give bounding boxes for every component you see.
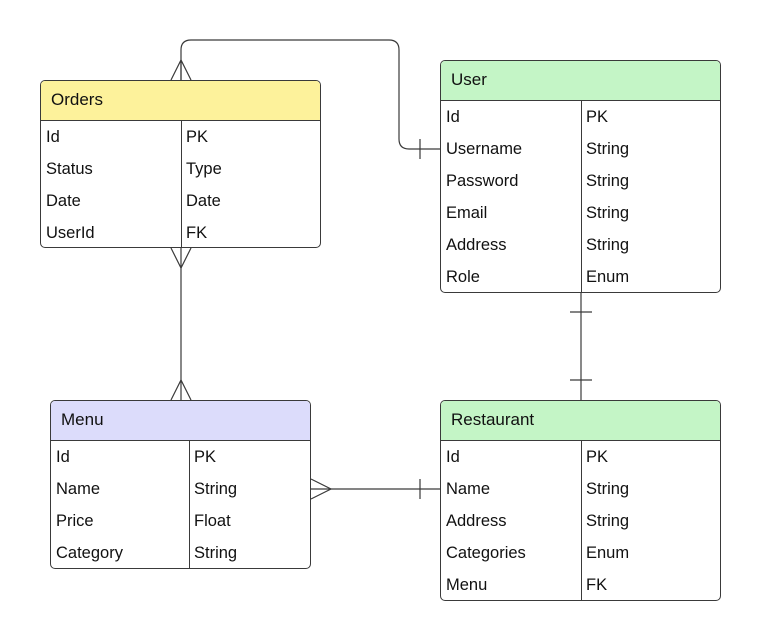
field-row[interactable]: Address String	[441, 505, 720, 537]
field-name: Id	[56, 448, 70, 466]
entity-restaurant-fields: Id PK Name String Address String Categor…	[441, 441, 720, 600]
field-name: Role	[446, 268, 480, 286]
field-name: Category	[56, 544, 123, 562]
field-row[interactable]: Id PK	[41, 121, 320, 153]
field-row[interactable]: Id PK	[441, 441, 720, 473]
column-divider	[581, 101, 582, 292]
field-row[interactable]: Date Date	[41, 185, 320, 217]
field-row[interactable]: Menu FK	[441, 569, 720, 600]
field-type: String	[194, 480, 238, 498]
column-divider	[189, 441, 190, 568]
crowfoot-orders-bottom	[170, 247, 192, 270]
column-divider	[181, 121, 182, 247]
field-name: Id	[446, 108, 460, 126]
field-row[interactable]: Name String	[441, 473, 720, 505]
field-name: Address	[446, 236, 507, 254]
field-name: Email	[446, 204, 488, 222]
field-row[interactable]: Role Enum	[441, 261, 720, 292]
field-row[interactable]: Id PK	[441, 101, 720, 133]
crowfoot-menu-top	[170, 378, 192, 401]
field-row[interactable]: Categories Enum	[441, 537, 720, 569]
field-name: Menu	[446, 576, 488, 594]
field-row[interactable]: Status Type	[41, 153, 320, 185]
entity-orders-title: Orders	[41, 81, 320, 121]
relationship-orders-user	[180, 39, 440, 150]
field-type: PK	[186, 128, 209, 146]
field-name: Date	[46, 192, 81, 210]
field-row[interactable]: UserId FK	[41, 217, 320, 247]
field-type: FK	[586, 576, 608, 594]
field-type: FK	[186, 224, 208, 242]
field-name: Address	[446, 512, 507, 530]
field-type: Float	[194, 512, 231, 530]
field-type: Date	[186, 192, 221, 210]
field-type: Enum	[586, 544, 630, 562]
field-row[interactable]: Email String	[441, 197, 720, 229]
crowfoot-orders-top	[170, 58, 192, 81]
field-type: String	[586, 512, 630, 530]
field-name: Price	[56, 512, 94, 530]
field-type: String	[586, 172, 630, 190]
field-type: String	[586, 236, 630, 254]
entity-user[interactable]: User Id PK Username String Password Stri…	[440, 60, 721, 293]
field-name: Name	[56, 480, 101, 498]
field-name: Password	[446, 172, 519, 190]
field-type: PK	[586, 448, 609, 466]
field-row[interactable]: Price Float	[51, 505, 310, 537]
field-type: PK	[194, 448, 217, 466]
field-row[interactable]: Address String	[441, 229, 720, 261]
field-name: Username	[446, 140, 523, 158]
field-name: Id	[46, 128, 60, 146]
entity-user-fields: Id PK Username String Password String Em…	[441, 101, 720, 292]
field-name: Categories	[446, 544, 526, 562]
entity-menu-fields: Id PK Name String Price Float Category S…	[51, 441, 310, 568]
entity-menu-title: Menu	[51, 401, 310, 441]
field-name: Status	[46, 160, 93, 178]
field-name: Id	[446, 448, 460, 466]
entity-user-title: User	[441, 61, 720, 101]
field-row[interactable]: Category String	[51, 537, 310, 568]
entity-orders-fields: Id PK Status Type Date Date UserId FK	[41, 121, 320, 247]
column-divider	[581, 441, 582, 600]
entity-restaurant[interactable]: Restaurant Id PK Name String Address Str…	[440, 400, 721, 601]
field-type: PK	[586, 108, 609, 126]
field-row[interactable]: Username String	[441, 133, 720, 165]
field-row[interactable]: Name String	[51, 473, 310, 505]
field-type: String	[586, 204, 630, 222]
field-type: Type	[186, 160, 222, 178]
entity-orders[interactable]: Orders Id PK Status Type Date Date UserI…	[40, 80, 321, 248]
field-type: Enum	[586, 268, 630, 286]
entity-restaurant-title: Restaurant	[441, 401, 720, 441]
field-type: String	[194, 544, 238, 562]
field-type: String	[586, 140, 630, 158]
field-name: UserId	[46, 224, 95, 242]
crowfoot-menu-right	[310, 478, 333, 500]
field-type: String	[586, 480, 630, 498]
field-row[interactable]: Id PK	[51, 441, 310, 473]
field-row[interactable]: Password String	[441, 165, 720, 197]
entity-menu[interactable]: Menu Id PK Name String Price Float Categ…	[50, 400, 311, 569]
field-name: Name	[446, 480, 491, 498]
